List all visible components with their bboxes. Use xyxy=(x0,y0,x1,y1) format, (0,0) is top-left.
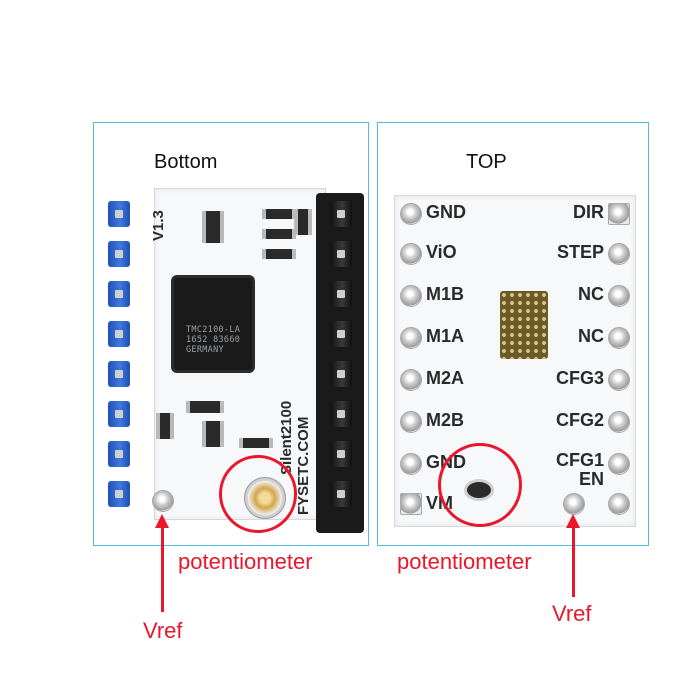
pin-label-vio: ViO xyxy=(426,242,457,262)
top-view-panel: TOP GND ViO M1B M1A M2A M2B GND VM DIR S… xyxy=(377,122,649,597)
smd-component xyxy=(239,438,273,448)
smd-component xyxy=(262,249,296,259)
blue-header-pin xyxy=(108,361,130,387)
bottom-view-panel: Bottom V1.3 xyxy=(93,122,369,612)
chip-marking-line: TMC2100-LA xyxy=(186,325,241,335)
blue-header-pin xyxy=(108,321,130,347)
chip-marking: TMC2100-LA 1652 83660 GERMANY xyxy=(186,325,240,355)
pin-pad xyxy=(400,285,422,307)
pin-pad xyxy=(608,411,630,433)
black-header-pin xyxy=(330,441,352,467)
pin-label-m1b: M1B xyxy=(426,284,465,304)
pin-pad xyxy=(400,493,422,515)
potentiometer-label: potentiometer xyxy=(397,549,532,574)
potentiometer-highlight-circle xyxy=(438,443,522,527)
pin-label-nc: NC xyxy=(578,284,604,304)
bottom-view-title: Bottom xyxy=(154,151,218,173)
blue-header-pin xyxy=(108,401,130,427)
pin-pad xyxy=(608,493,630,515)
black-header-pin xyxy=(330,241,352,267)
pin-label-m2b: M2B xyxy=(426,410,465,430)
black-header-pin xyxy=(330,201,352,227)
vref-arrow-head xyxy=(566,514,580,528)
vref-pad xyxy=(152,490,174,512)
blue-header-pin xyxy=(108,241,130,267)
black-header-pin xyxy=(330,281,352,307)
board-model-label: Silent2100 xyxy=(278,400,295,475)
pin-pad xyxy=(608,369,630,391)
driver-chip xyxy=(174,278,252,370)
pin-label-step: STEP xyxy=(556,242,604,262)
pin-label-en: EN xyxy=(578,469,604,489)
black-header-pin xyxy=(330,481,352,507)
pin-pad xyxy=(608,327,630,349)
pin-pad xyxy=(400,243,422,265)
smd-component xyxy=(202,211,224,243)
board-version-label: V1.3 xyxy=(150,210,167,241)
vref-label-right: Vref xyxy=(552,601,592,626)
pin-pad xyxy=(608,285,630,307)
smd-component xyxy=(262,209,296,219)
vref-arrow-head xyxy=(155,514,169,528)
smd-component xyxy=(262,229,296,239)
chip-marking-line: GERMANY xyxy=(186,345,224,355)
vref-arrow-line-left-lower xyxy=(161,546,164,612)
pin-label-nc-2: NC xyxy=(578,326,604,346)
pin-label-m1a: M1A xyxy=(426,326,465,346)
pin-label-cfg3: CFG3 xyxy=(555,368,604,388)
pin-label-gnd: GND xyxy=(426,202,466,222)
vref-pad xyxy=(563,493,585,515)
pin-pad xyxy=(608,203,630,225)
chip-marking-line: 1652 83660 xyxy=(186,335,241,345)
board-website-label: FYSETC.COM xyxy=(295,416,312,515)
black-header-pin xyxy=(330,401,352,427)
pin-pad xyxy=(400,203,422,225)
pin-label-m2a: M2A xyxy=(426,368,465,388)
pin-pad xyxy=(400,327,422,349)
pin-pad xyxy=(400,453,422,475)
vref-label-left: Vref xyxy=(143,618,183,643)
black-header-pin xyxy=(330,321,352,347)
vref-arrow-line-right-lower xyxy=(572,546,575,596)
pin-label-dir: DIR xyxy=(573,202,604,222)
pin-pad xyxy=(608,453,630,475)
pin-pad xyxy=(608,243,630,265)
black-header-pin xyxy=(330,361,352,387)
pin-label-cfg1: CFG1 xyxy=(555,450,604,470)
smd-component xyxy=(156,413,174,439)
smd-component xyxy=(294,209,312,235)
pin-label-cfg2: CFG2 xyxy=(555,410,604,430)
potentiometer-highlight-circle xyxy=(219,455,297,533)
smd-component xyxy=(202,421,224,447)
blue-header-pin xyxy=(108,441,130,467)
thermal-via-grid xyxy=(500,291,548,359)
blue-header-pin xyxy=(108,281,130,307)
pin-pad xyxy=(400,411,422,433)
blue-header-pin xyxy=(108,201,130,227)
blue-header-pin xyxy=(108,481,130,507)
smd-component xyxy=(186,401,224,413)
top-view-title: TOP xyxy=(466,151,507,173)
potentiometer-label: potentiometer xyxy=(178,549,313,574)
pin-pad xyxy=(400,369,422,391)
